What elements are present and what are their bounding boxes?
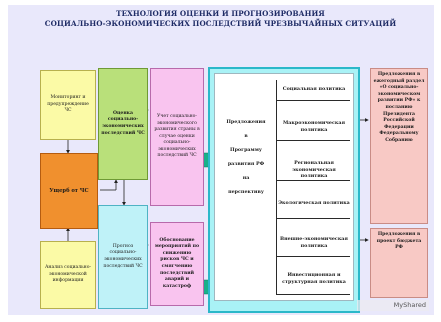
policy-investment: Инвестиционная и структурная политика (282, 272, 346, 285)
policy-bracket-line (276, 80, 277, 295)
box-assessment: Оценка социально-экономических последств… (98, 68, 148, 180)
program-proposals: Предложения в Программу развития РФ на п… (218, 115, 274, 245)
program-text-line: Программу (230, 147, 262, 153)
policy-divider (276, 100, 350, 101)
box-forecast: Прогноз социально-экономических последст… (98, 205, 148, 309)
box-monitoring: Мониторинг и предупреждение ЧС (40, 70, 96, 140)
policy-macroeconomic: Макроэкономическая политика (282, 120, 346, 133)
policy-divider (276, 294, 350, 295)
box-annual-report: Предложения в ежегодный раздел «О социал… (370, 68, 428, 224)
program-text-line: перспективу (228, 189, 264, 195)
program-text-line: в (244, 133, 248, 139)
program-text-line: на (242, 175, 250, 181)
box-expert-info: Анализ социально-экономической информаци… (40, 241, 96, 309)
policy-ecological: Экологическая политика (278, 200, 350, 206)
policy-regional: Региональная экономическая политика (292, 160, 336, 180)
box-damage: Ущерб от ЧС (40, 153, 98, 229)
box-justification: Обоснование мероприятий по снижению риск… (150, 222, 204, 306)
policy-divider (276, 180, 350, 181)
title-line-1: ТЕХНОЛОГИЯ ОЦЕНКИ И ПРОГНОЗИРОВАНИЯ (116, 9, 325, 18)
box-risk-impact: Учет социально-экономического развития с… (150, 68, 204, 206)
policy-divider (276, 256, 350, 257)
box-budget: Предложения в проект бюджета РФ (370, 228, 428, 298)
watermark: MyShared (357, 300, 429, 311)
program-text-line: развития РФ (227, 161, 265, 167)
policy-divider (276, 140, 350, 141)
program-text-line: Предложения (226, 119, 266, 125)
policy-social: Социальная политика (282, 86, 346, 92)
policy-foreign-economic: Внешне-экономическая политика (280, 236, 348, 249)
program-panel-inner (214, 73, 354, 301)
policy-divider (276, 218, 350, 219)
title-line-2: СОЦИАЛЬНО-ЭКОНОМИЧЕСКИХ ПОСЛЕДСТВИЙ ЧРЕЗ… (44, 19, 397, 28)
